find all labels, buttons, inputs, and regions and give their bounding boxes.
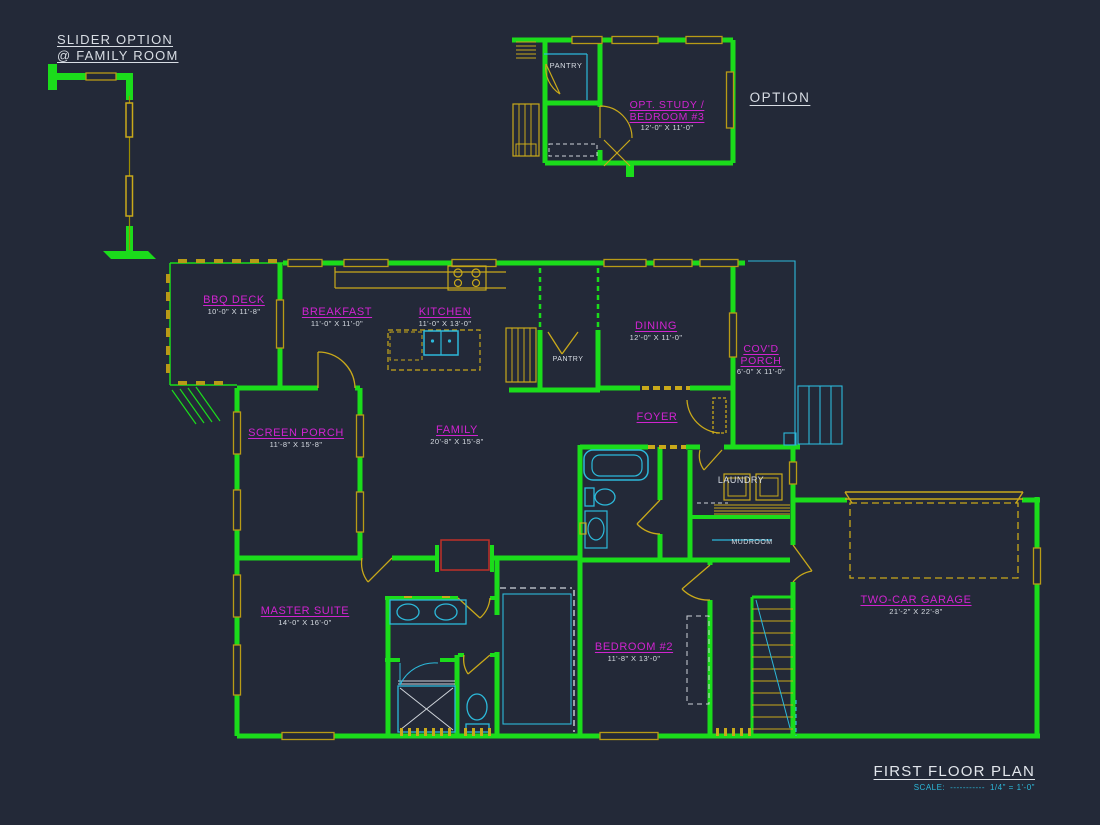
option-plan-pantry-label: PANTRY (549, 61, 583, 70)
room-label-family: FAMILY 20'-8" X 15'-8" (430, 424, 484, 446)
refrigerator (505, 327, 537, 383)
slider-option-detail (48, 64, 156, 259)
covered-porch-outline (748, 260, 796, 445)
room-label-foyer: FOYER (636, 411, 678, 423)
room-label-kitchen: KITCHEN 11'-0" X 13'-0" (418, 306, 472, 328)
deck-railing-ticks (166, 259, 277, 385)
main-plan-walls (169, 260, 1040, 739)
room-label-dining: DINING 12'-0" X 11'-0" (629, 320, 683, 342)
toilet-hall-bath (584, 487, 616, 507)
washer-dryer (714, 473, 790, 515)
room-label-pantry: PANTRY (552, 356, 584, 363)
room-label-covd-porch: COV'D PORCH 6'-0" X 11'-0" (736, 343, 786, 377)
room-label-bbq-deck: BBQ DECK 10'-0" X 11'-8" (203, 294, 265, 316)
bathtub (583, 449, 649, 481)
slider-option-line1: SLIDER OPTION (57, 32, 174, 47)
interior-stairs (752, 599, 793, 730)
garage-door-opening (795, 491, 1024, 736)
scale-label: SCALE: (913, 783, 946, 792)
title-block: FIRST FLOOR PLAN SCALE: ----------- 1/4"… (874, 763, 1035, 792)
walk-in-closet-shelving (500, 587, 575, 732)
toilet-water-closet (465, 693, 490, 733)
slider-option-line2: @ FAMILY ROOM (57, 48, 179, 64)
scale-dashes: ----------- (950, 783, 985, 792)
opt-study-dims: 12'-0" X 11'-0" (640, 123, 694, 133)
room-label-screen-porch: SCREEN PORCH 11'-8" X 15'-8" (248, 427, 344, 449)
room-label-mudroom: MUDROOM (731, 539, 773, 546)
sheet-title: FIRST FLOOR PLAN (873, 763, 1035, 780)
porch-steps (783, 385, 843, 446)
room-label-bedroom-2: BEDROOM #2 11'-8" X 13'-0" (594, 641, 674, 663)
room-label-master-suite: MASTER SUITE 14'-0" X 16'-0" (260, 605, 350, 627)
opt-study-name: OPT. STUDY / BEDROOM #3 (629, 99, 705, 124)
bedroom-closet (686, 615, 710, 705)
option-plan-windows (571, 35, 735, 129)
sheet-scale: SCALE: ----------- 1/4" = 1'-0" (874, 783, 1035, 792)
slider-option-title: SLIDER OPTION @ FAMILY ROOM (57, 32, 179, 65)
cooktop (447, 265, 487, 291)
room-label-laundry: LAUNDRY (717, 475, 765, 485)
shower (397, 662, 456, 733)
room-label-breakfast: BREAKFAST 11'-0" X 11'-0" (301, 306, 373, 328)
scale-value: 1/4" = 1'-0" (989, 783, 1035, 792)
main-plan-windows (232, 258, 1042, 741)
room-label-opt-study: OPT. STUDY / BEDROOM #3 12'-0" X 11'-0" (623, 99, 711, 133)
doors (317, 331, 813, 675)
option-plan-details (512, 41, 633, 167)
sill-hatches (400, 728, 751, 736)
kitchen-island (387, 329, 481, 371)
fireplace (440, 539, 490, 571)
option-label: OPTION (749, 90, 811, 105)
pedestal-sink (579, 510, 608, 549)
kitchen-counter (334, 267, 506, 289)
double-vanity (389, 599, 467, 625)
room-label-garage: TWO-CAR GARAGE 21'-2" X 22'-8" (860, 594, 972, 616)
